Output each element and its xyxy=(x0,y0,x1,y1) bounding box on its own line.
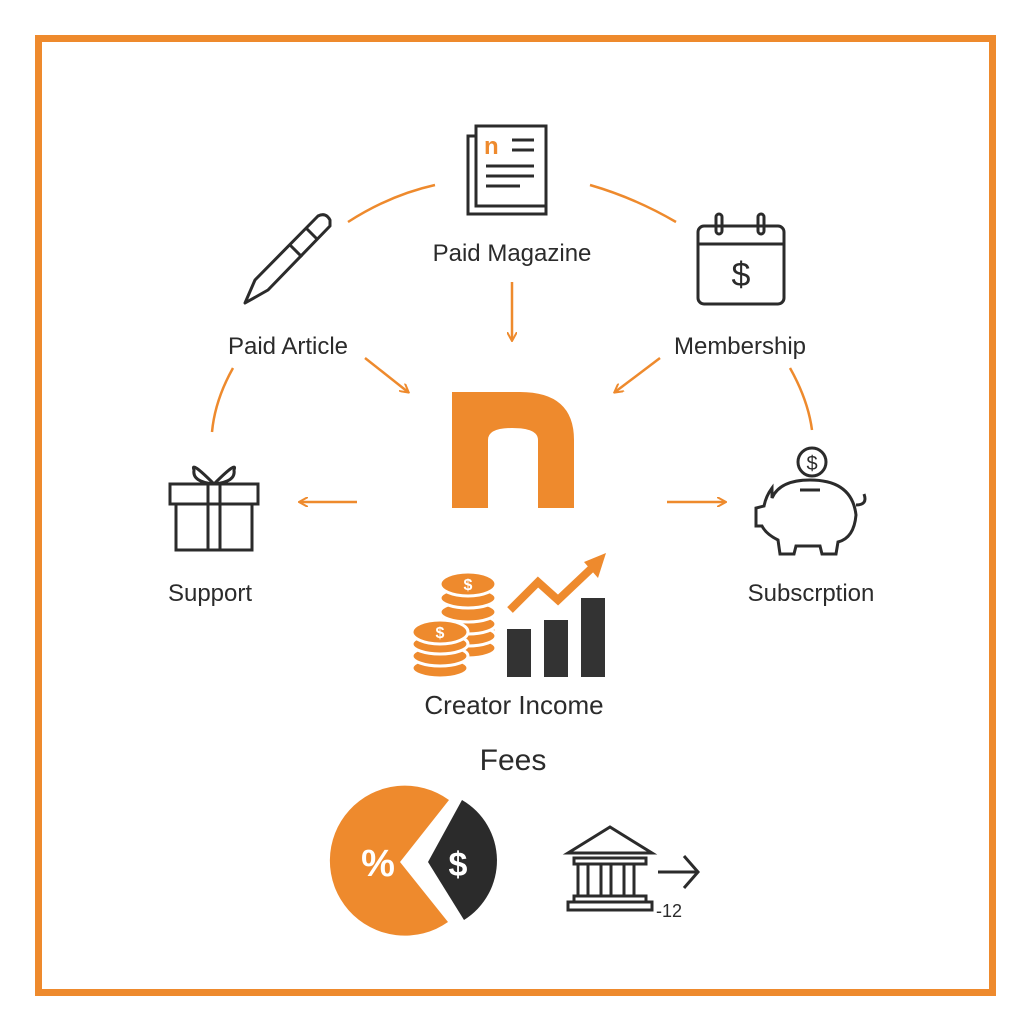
dollar-slice xyxy=(428,800,497,920)
note-logo-icon xyxy=(452,392,574,508)
coins-stack-icon: $ $ xyxy=(410,570,498,680)
magazine-logo-letter: n xyxy=(484,133,499,160)
label-paid-magazine: Paid Magazine xyxy=(432,240,592,267)
growth-chart-icon xyxy=(507,553,606,677)
diagram-frame xyxy=(35,35,996,996)
fees-pie-chart: % $ xyxy=(329,785,497,936)
fee-percent-slice xyxy=(329,785,449,936)
label-paid-article: Paid Article xyxy=(227,333,349,360)
label-creator-income: Creator Income xyxy=(424,690,604,720)
svg-text:$: $ xyxy=(464,577,473,594)
calendar-dollar-icon: $ xyxy=(696,212,786,306)
piggy-bank-icon: $ xyxy=(754,446,867,556)
svg-text:$: $ xyxy=(732,256,751,294)
label-support: Support xyxy=(167,580,253,607)
arrow-membership-to-center xyxy=(615,357,661,392)
gift-icon xyxy=(168,465,260,552)
label-subscription: Subscrption xyxy=(747,580,875,607)
label-fees: Fees xyxy=(479,744,547,777)
arrow-article-to-center xyxy=(364,357,408,392)
dollar-symbol: $ xyxy=(449,846,468,884)
bank-icon xyxy=(562,825,658,912)
bank-label: -12 xyxy=(656,901,682,921)
pen-icon xyxy=(243,213,332,305)
svg-text:$: $ xyxy=(806,453,817,475)
label-membership: Membership xyxy=(673,333,807,360)
percent-symbol: % xyxy=(361,843,395,885)
cycle-arcs xyxy=(210,183,814,433)
magazine-icon: n xyxy=(466,124,548,216)
transfer-arrow-icon xyxy=(658,855,700,889)
svg-text:$: $ xyxy=(436,625,445,642)
